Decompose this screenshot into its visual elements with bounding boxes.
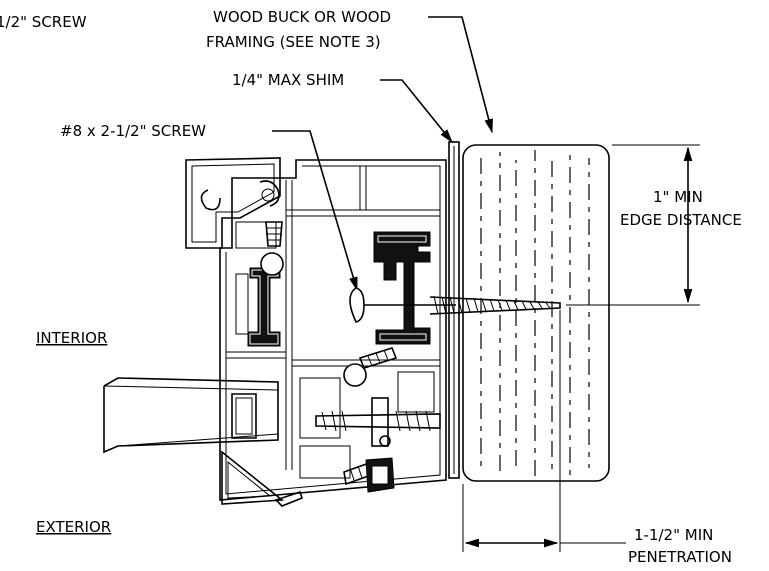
steel-reinforcement-left [247,267,281,347]
label-penetration-1: 1-1/2" MIN [634,526,713,544]
main-screw-8 [349,287,561,323]
label-interior: INTERIOR [36,329,107,347]
small-screw-top [265,221,283,247]
label-shim: 1/4" MAX SHIM [232,71,344,89]
label-penetration-2: PENETRATION [628,548,732,566]
small-screw-mid [358,347,398,369]
label-wood-buck-1: WOOD BUCK OR WOOD [213,8,391,26]
sash-extension [103,377,279,454]
penetration-dimension [462,310,626,552]
label-screw-8: #8 x 2-1/2" SCREW [60,122,206,140]
window-frame-profile [185,157,447,501]
sill-triangle [221,450,303,507]
wood-buck [462,144,610,482]
glazing-screw [315,397,441,447]
seal-circle-upper [260,252,284,276]
steel-reinforcement-right [373,231,431,345]
leader-screw-8 [272,130,358,292]
lower-clip-screw [343,457,395,493]
edge-distance-dimension [566,144,700,306]
label-exterior: EXTERIOR [36,518,111,536]
label-edge-2: EDGE DISTANCE [620,211,742,229]
label-top-left-screw: 1/2" SCREW [0,13,87,31]
label-edge-1: 1" MIN [653,188,703,206]
leader-wood-buck [428,16,493,134]
leader-shim [380,79,453,144]
shim [448,141,460,479]
seal-circle-lower [343,363,367,387]
label-wood-buck-2: FRAMING (SEE NOTE 3) [206,33,381,51]
